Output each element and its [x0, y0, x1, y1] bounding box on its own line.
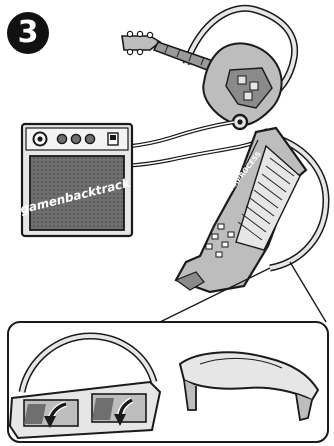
guitar-body: [203, 43, 281, 125]
keytar: STARPROCESS: [176, 128, 306, 292]
amplifier: gamenbacktrack: [19, 124, 133, 236]
callout-line: [290, 262, 326, 322]
step-number: 3: [6, 10, 50, 56]
